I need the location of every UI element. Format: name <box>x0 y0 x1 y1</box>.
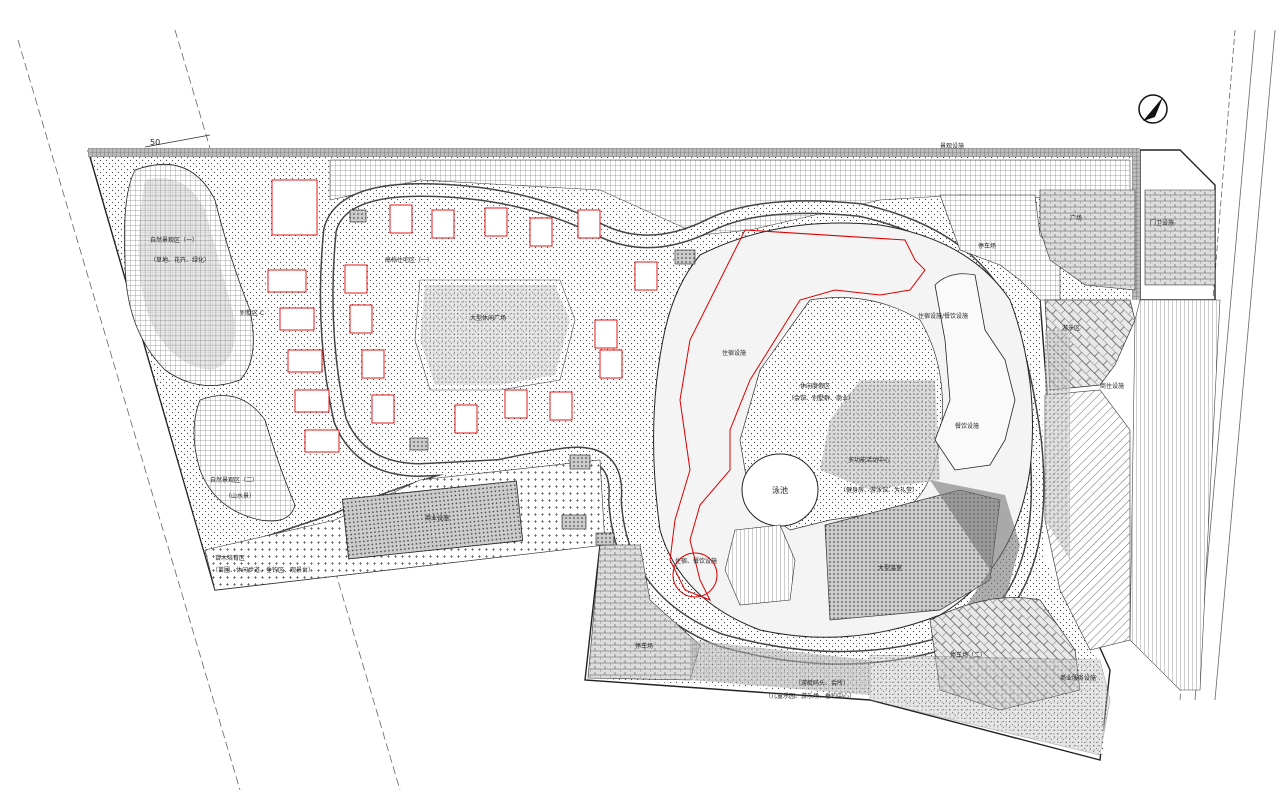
villa-c3 <box>287 349 323 373</box>
label-e2: 商住设施 <box>1100 382 1124 390</box>
main-road-fill <box>213 184 1044 664</box>
small-facilities <box>349 209 696 546</box>
label-e1: 停车场 <box>978 242 996 250</box>
label-villa-a: 高档住宅区（一） <box>385 256 433 264</box>
label-ne2: 门卫设施 <box>1150 219 1174 227</box>
greenhouse-dark <box>930 480 1020 615</box>
scale-mark: 50 <box>144 134 211 148</box>
central-plaza-dense <box>420 285 570 385</box>
dining-block <box>934 273 1016 471</box>
label-bottom-s: （游艇码头、会所） <box>795 679 849 687</box>
lake-west-inner <box>138 178 236 370</box>
label-bottom-c: 商业设施 <box>425 514 449 522</box>
villa-group-a <box>344 204 658 434</box>
label-south: 住宿、餐饮设施 <box>675 557 717 565</box>
label-activity2: （健身房、游泳馆、大礼堂） <box>840 486 918 494</box>
hotel-outline <box>669 229 926 601</box>
label-e3: 游乐区 <box>1062 324 1080 332</box>
label-greenhouse: 大型温室 <box>878 564 902 572</box>
activity-center <box>820 380 940 490</box>
label-pool: 泳池 <box>772 485 788 495</box>
south-road <box>690 640 870 695</box>
label-bottom-w: 苗木培育区 <box>215 554 245 562</box>
villa-group-c <box>267 179 340 453</box>
east-wall <box>1132 150 1140 300</box>
villa-c4 <box>294 389 330 413</box>
label-ne1: 广场 <box>1070 214 1082 222</box>
label-dining-ne: 餐饮设施 <box>955 422 979 430</box>
label-parking-s: 停车场 <box>635 642 653 650</box>
zone-labels: 自然景观区（一） （草地、花卉、绿化） 自然景观区（二） （山水景） 别墅区 C… <box>150 142 1174 700</box>
label-activity: 多功能活动中心 <box>848 456 890 464</box>
resort-hatch <box>724 524 796 606</box>
north-wall <box>88 148 1140 157</box>
label-villa-c: 别墅区 C <box>240 309 264 317</box>
label-se2: 商业服务设施 <box>1060 674 1096 682</box>
hotel-circle <box>672 552 718 598</box>
villa-c5 <box>304 429 340 453</box>
label-dining: 住宿设施/餐饮设施 <box>918 312 968 320</box>
label-center: 大型休闲广场 <box>470 314 506 322</box>
se-road <box>869 654 1111 756</box>
lake-southwest <box>193 395 296 522</box>
label-hotel: 住宿设施 <box>722 349 746 357</box>
villa-c2 <box>279 307 315 331</box>
label-top: 景观设施 <box>940 142 964 150</box>
villa-top <box>271 179 318 236</box>
label-resort: 休闲度假区 <box>800 382 830 390</box>
sw-building <box>341 480 524 560</box>
plaza-ne <box>1039 189 1136 291</box>
label-resort2: （会馆、别墅群、商业） <box>788 394 854 402</box>
north-arrow <box>1138 94 1168 124</box>
east-gray <box>1045 330 1070 560</box>
label-se1: 停车场（二） <box>950 651 986 659</box>
villa-c1 <box>267 269 307 293</box>
gate-ne <box>1144 189 1216 286</box>
svg-text:50: 50 <box>150 138 160 147</box>
label-lake-sw: 自然景观区（二） <box>210 476 258 484</box>
label-lake-w: 自然景观区（一） <box>150 236 198 244</box>
label-lake-w2: （草地、花卉、绿化） <box>150 256 210 264</box>
east-road <box>1129 299 1221 691</box>
label-bottom-w2: （苗圃、休闲步道、垂钓区、观景台） <box>212 566 314 574</box>
label-bottom-s2: （儿童乐园、游乐场、垂钓中心） <box>765 692 855 700</box>
label-lake-sw2: （山水景） <box>225 492 255 500</box>
